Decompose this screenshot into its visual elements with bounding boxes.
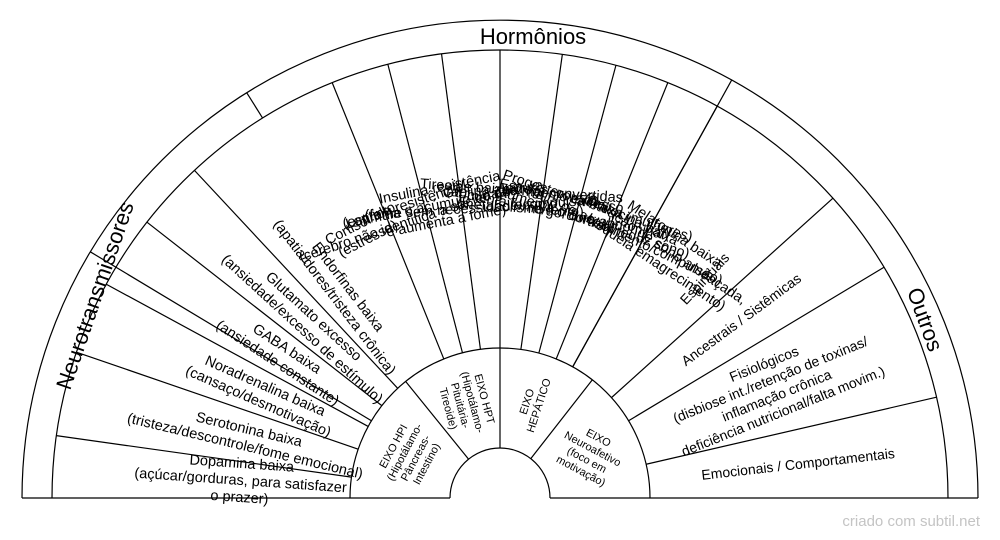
sector-divider-4 — [146, 221, 383, 407]
sector-divider-1 — [56, 435, 352, 478]
axis-divider-3 — [530, 379, 593, 459]
neuro-sector-dopamina-baixa-line-3: o prazer) — [210, 488, 269, 508]
sector-divider-12 — [555, 82, 669, 360]
sector-divider-10 — [520, 54, 563, 350]
outros-sector-fisiologicos: Fisiológicos(disbiose int./retenção de t… — [671, 333, 887, 459]
sector-divider-14 — [611, 197, 834, 399]
sector-divider-7 — [387, 64, 464, 353]
sector-divider-5 — [194, 169, 399, 389]
sector-divider-15 — [628, 266, 885, 422]
sector-divider-13 — [572, 105, 718, 368]
sector-divider-2 — [76, 351, 359, 450]
outer-border-arc — [21, 19, 979, 499]
hormone-sector-melatonina-baixa-line-2: (privação de sono ameaçada, — [581, 189, 749, 308]
hormone-sector-grelina-alta-line-1: Grelina alta — [442, 181, 518, 202]
wheel-lines — [21, 19, 979, 499]
axis-eixo-hpi-hipotalamo-pancreas-intestino: EIXO HPI(Hipotálamo-Pâncreas-Intestino) — [377, 422, 443, 487]
outros-sector-emocionais-comportamentais-line-1: Emocionais / Comportamentais — [701, 445, 896, 483]
sector-divider-6 — [331, 82, 445, 360]
axis-divider-1 — [405, 381, 470, 460]
category-divider-3 — [246, 92, 264, 119]
axis-eixo-hpt-hipotalamo-pituitaria-tireoide: EIXO HPT(Hipotálamo-Pituitária-Tireoide) — [436, 370, 496, 434]
wheel-labels: Dopamina baixa(açúcar/gorduras, para sat… — [126, 167, 896, 508]
neuro-sector-dopamina-baixa-line-1: Dopamina baixa — [189, 452, 296, 475]
hormone-sector-melatonina-baixa: Melatonina baixa(privação de sono ameaça… — [581, 189, 749, 314]
sector-divider-3 — [106, 283, 369, 427]
hub-arc — [449, 447, 551, 499]
category-outros: Outros — [902, 284, 948, 355]
footer-credit: criado com subtil.net — [842, 513, 980, 530]
category-divider-2 — [89, 251, 372, 422]
category-neurotransmissores: Neurotransmissores — [51, 198, 139, 392]
sector-divider-8 — [440, 53, 482, 350]
sector-divider-11 — [538, 65, 617, 354]
outros-sector-emocionais-comportamentais: Emocionais / Comportamentais — [701, 445, 896, 483]
sector-divider-16 — [646, 396, 937, 465]
category-hormonios: Hormônios — [480, 24, 586, 49]
